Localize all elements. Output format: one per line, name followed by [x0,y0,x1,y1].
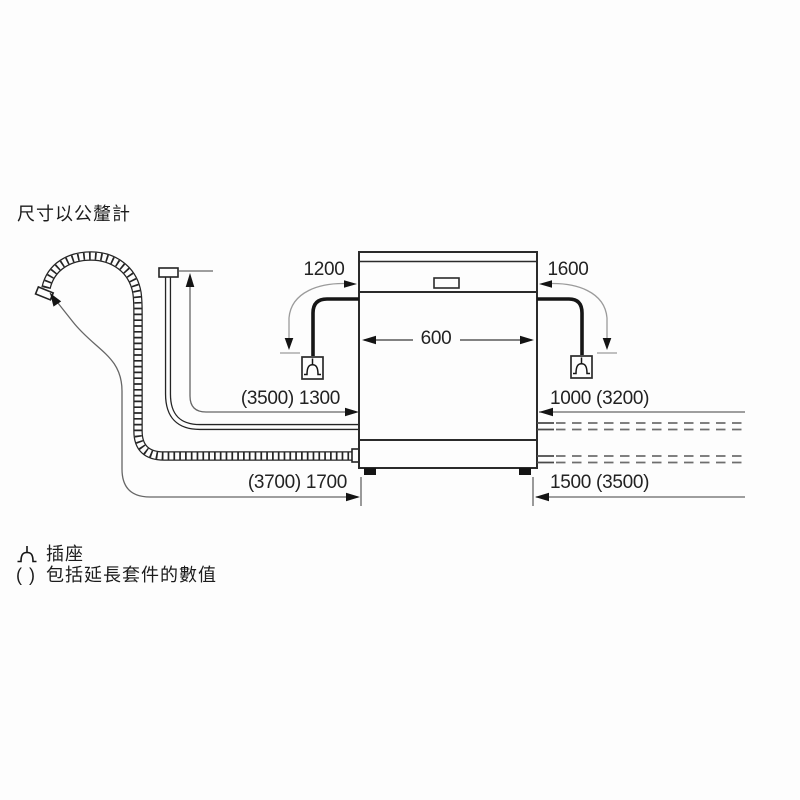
dim-label-power-left: 1200 [303,259,345,280]
supply-hose [158,267,359,431]
foot-left [364,468,376,475]
foot-right [519,468,531,475]
control-panel-handle [433,277,460,289]
dishwasher-outline [358,251,538,475]
power-cord-arrow-right [539,280,617,354]
power-cord-arrow-left [280,280,357,354]
legend-socket-label: 插座 [46,544,84,564]
legend-parentheses-note: 包括延長套件的數值 [46,565,217,585]
dim-drain-left [49,292,360,502]
dim-supply-left [179,270,359,417]
dim-label-width: 600 [420,328,452,349]
dim-label-supply-left: (3500) 1300 [240,388,340,409]
dim-label-drain-left: (3700) 1700 [247,472,347,493]
legend-row-socket: 插座 [16,544,217,565]
legend: 插座 ( ) 包括延長套件的數值 [16,544,217,586]
supply-hose-cap [158,267,179,278]
power-cable-left [311,297,359,356]
dim-label-power-right: 1600 [547,259,589,280]
parentheses-symbol: ( ) [16,565,36,585]
dim-width [362,335,534,345]
legend-row-parentheses: ( ) 包括延長套件的數值 [16,565,217,586]
dim-label-drain-right: 1500 (3500) [550,472,650,493]
power-socket-right-icon [570,355,593,379]
dashed-drain-right [537,455,744,464]
dim-supply-right [539,407,745,417]
power-cable-right [537,297,584,355]
dim-drain-right [535,492,745,502]
dim-label-supply-right: 1000 (3200) [550,388,650,409]
page-title: 尺寸以公釐計 [17,204,131,224]
power-socket-left-icon [301,356,324,380]
dashed-supply-right [537,422,744,431]
